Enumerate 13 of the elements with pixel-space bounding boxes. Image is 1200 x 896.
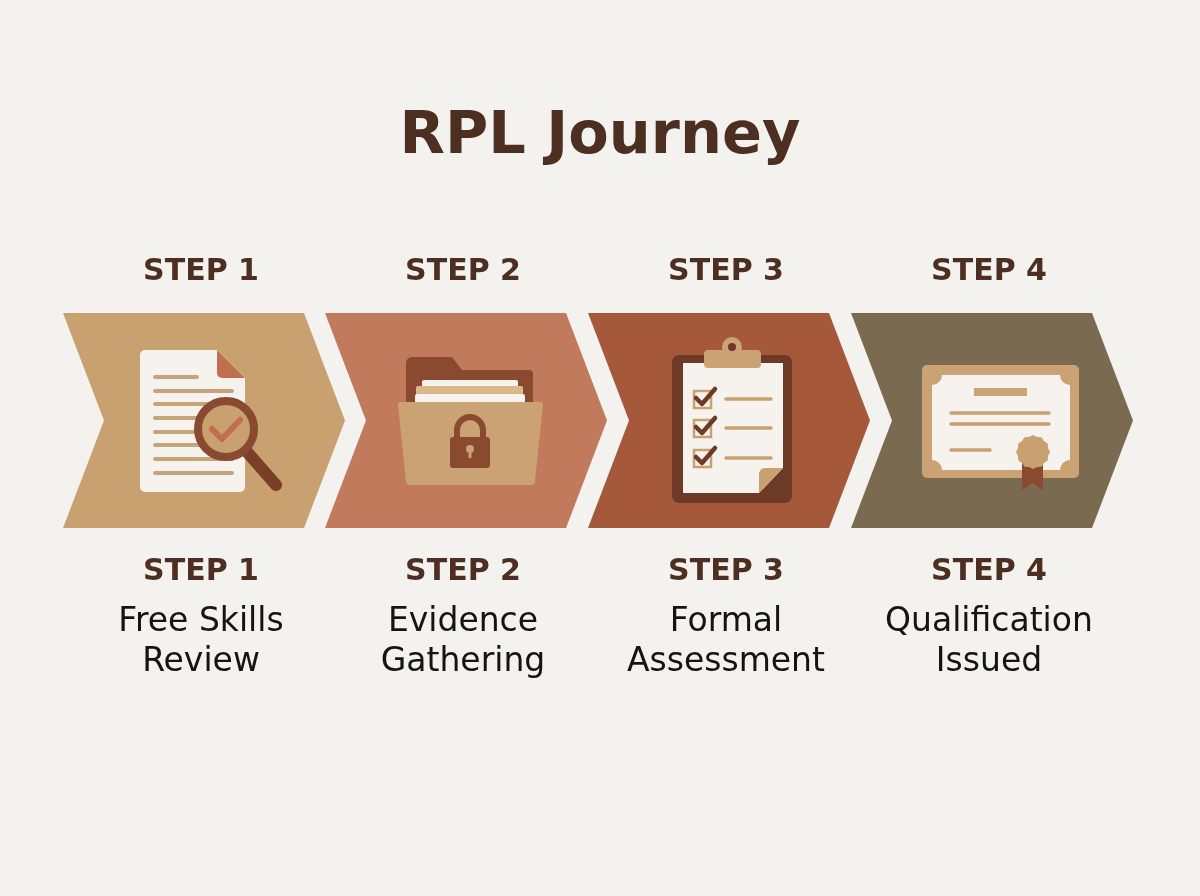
- step-description: Evidence Gathering: [379, 600, 547, 680]
- step-heading: STEP 4: [930, 252, 1048, 288]
- step-heading: STEP 3: [667, 252, 785, 288]
- step-label: STEP 3: [667, 552, 785, 588]
- diagram-title: RPL Journey: [398, 98, 802, 168]
- step-label: STEP 2: [404, 552, 522, 588]
- step-label: STEP 1: [142, 552, 260, 588]
- step-heading: STEP 2: [404, 252, 522, 288]
- step-description: Formal Assessment: [626, 600, 826, 680]
- step-description: Qualification Issued: [884, 600, 1094, 680]
- step-description: Free Skills Review: [117, 600, 285, 680]
- step-heading: STEP 1: [142, 252, 260, 288]
- step-label: STEP 4: [930, 552, 1048, 588]
